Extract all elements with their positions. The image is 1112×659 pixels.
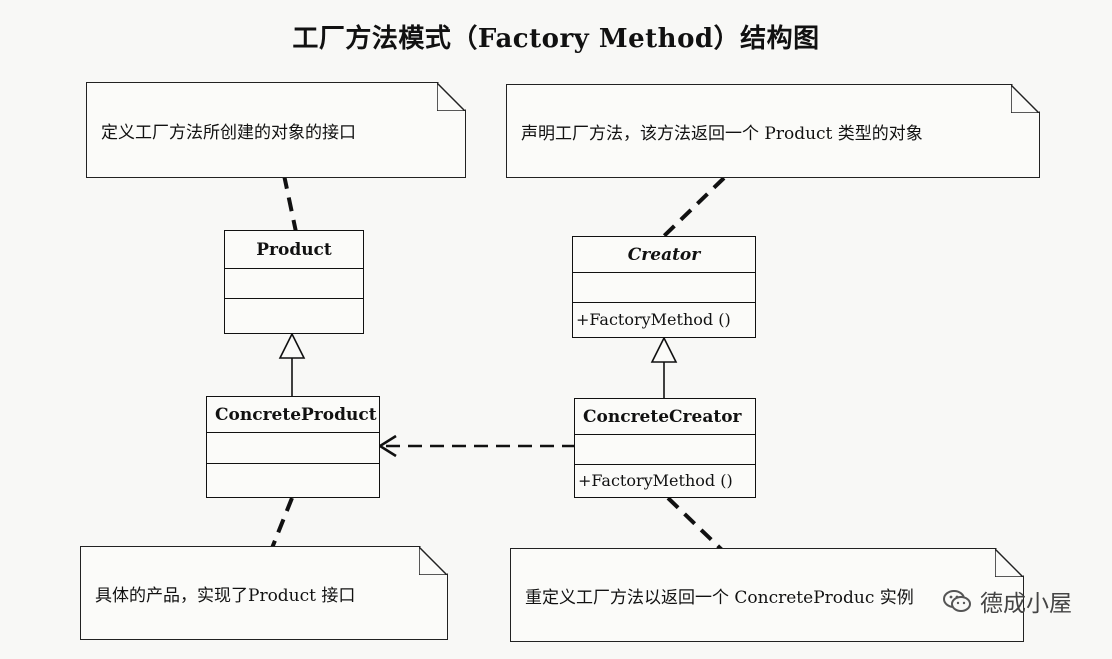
note-fold-corner <box>1011 85 1039 113</box>
product-note-text: 定义工厂方法所创建的对象的接口 <box>101 122 356 143</box>
product-class-name: Product <box>225 231 363 269</box>
product-attributes <box>225 269 363 299</box>
concrete-creator-operation: +FactoryMethod () <box>578 471 733 490</box>
concrete-product-note-text: 具体的产品，实现了Product 接口 <box>95 585 356 606</box>
concrete-creator-note: 重定义工厂方法以返回一个 ConcreteProduc 实例 <box>510 548 1024 642</box>
product-note: 定义工厂方法所创建的对象的接口 <box>86 82 466 178</box>
concrete-product-note: 具体的产品，实现了Product 接口 <box>80 546 448 640</box>
concrete-product-attributes <box>207 433 379 464</box>
creator-operation: +FactoryMethod () <box>576 310 731 329</box>
watermark-text: 德成小屋 <box>980 591 1072 617</box>
concrete-creator-class-name: ConcreteCreator <box>575 399 755 435</box>
concrete-product-operations <box>207 464 379 496</box>
concrete-creator-note-anchor <box>666 496 724 552</box>
product-note-anchor <box>282 174 298 233</box>
watermark: 德成小屋 <box>942 584 1072 618</box>
concrete-product-class-name: ConcreteProduct <box>207 397 379 433</box>
creator-class-name: Creator <box>573 237 755 273</box>
concrete-creator-note-text: 重定义工厂方法以返回一个 ConcreteProduc 实例 <box>525 587 914 608</box>
creator-note-anchor <box>662 176 726 238</box>
diagram-title: 工厂方法模式（Factory Method）结构图 <box>292 24 820 54</box>
creator-inheritance-arrowhead <box>650 336 678 363</box>
creator-note-text: 声明工厂方法，该方法返回一个 Product 类型的对象 <box>521 123 923 144</box>
creator-note: 声明工厂方法，该方法返回一个 Product 类型的对象 <box>506 84 1040 178</box>
concrete-creator-attributes <box>575 435 755 465</box>
product-operations <box>225 299 363 332</box>
product-class: Product <box>224 230 364 334</box>
note-fold-corner <box>437 83 465 111</box>
concrete-product-class: ConcreteProduct <box>206 396 380 498</box>
concrete-creator-class: ConcreteCreator +FactoryMethod () <box>574 398 756 498</box>
concrete-product-note-anchor <box>270 497 294 549</box>
note-fold-corner <box>995 549 1023 577</box>
wechat-icon <box>943 590 971 612</box>
product-inheritance-arrowhead <box>278 332 306 359</box>
creator-attributes <box>573 273 755 303</box>
note-fold-corner <box>419 547 447 575</box>
creator-class: Creator +FactoryMethod () <box>572 236 756 338</box>
dependency-arrowhead <box>377 434 397 458</box>
